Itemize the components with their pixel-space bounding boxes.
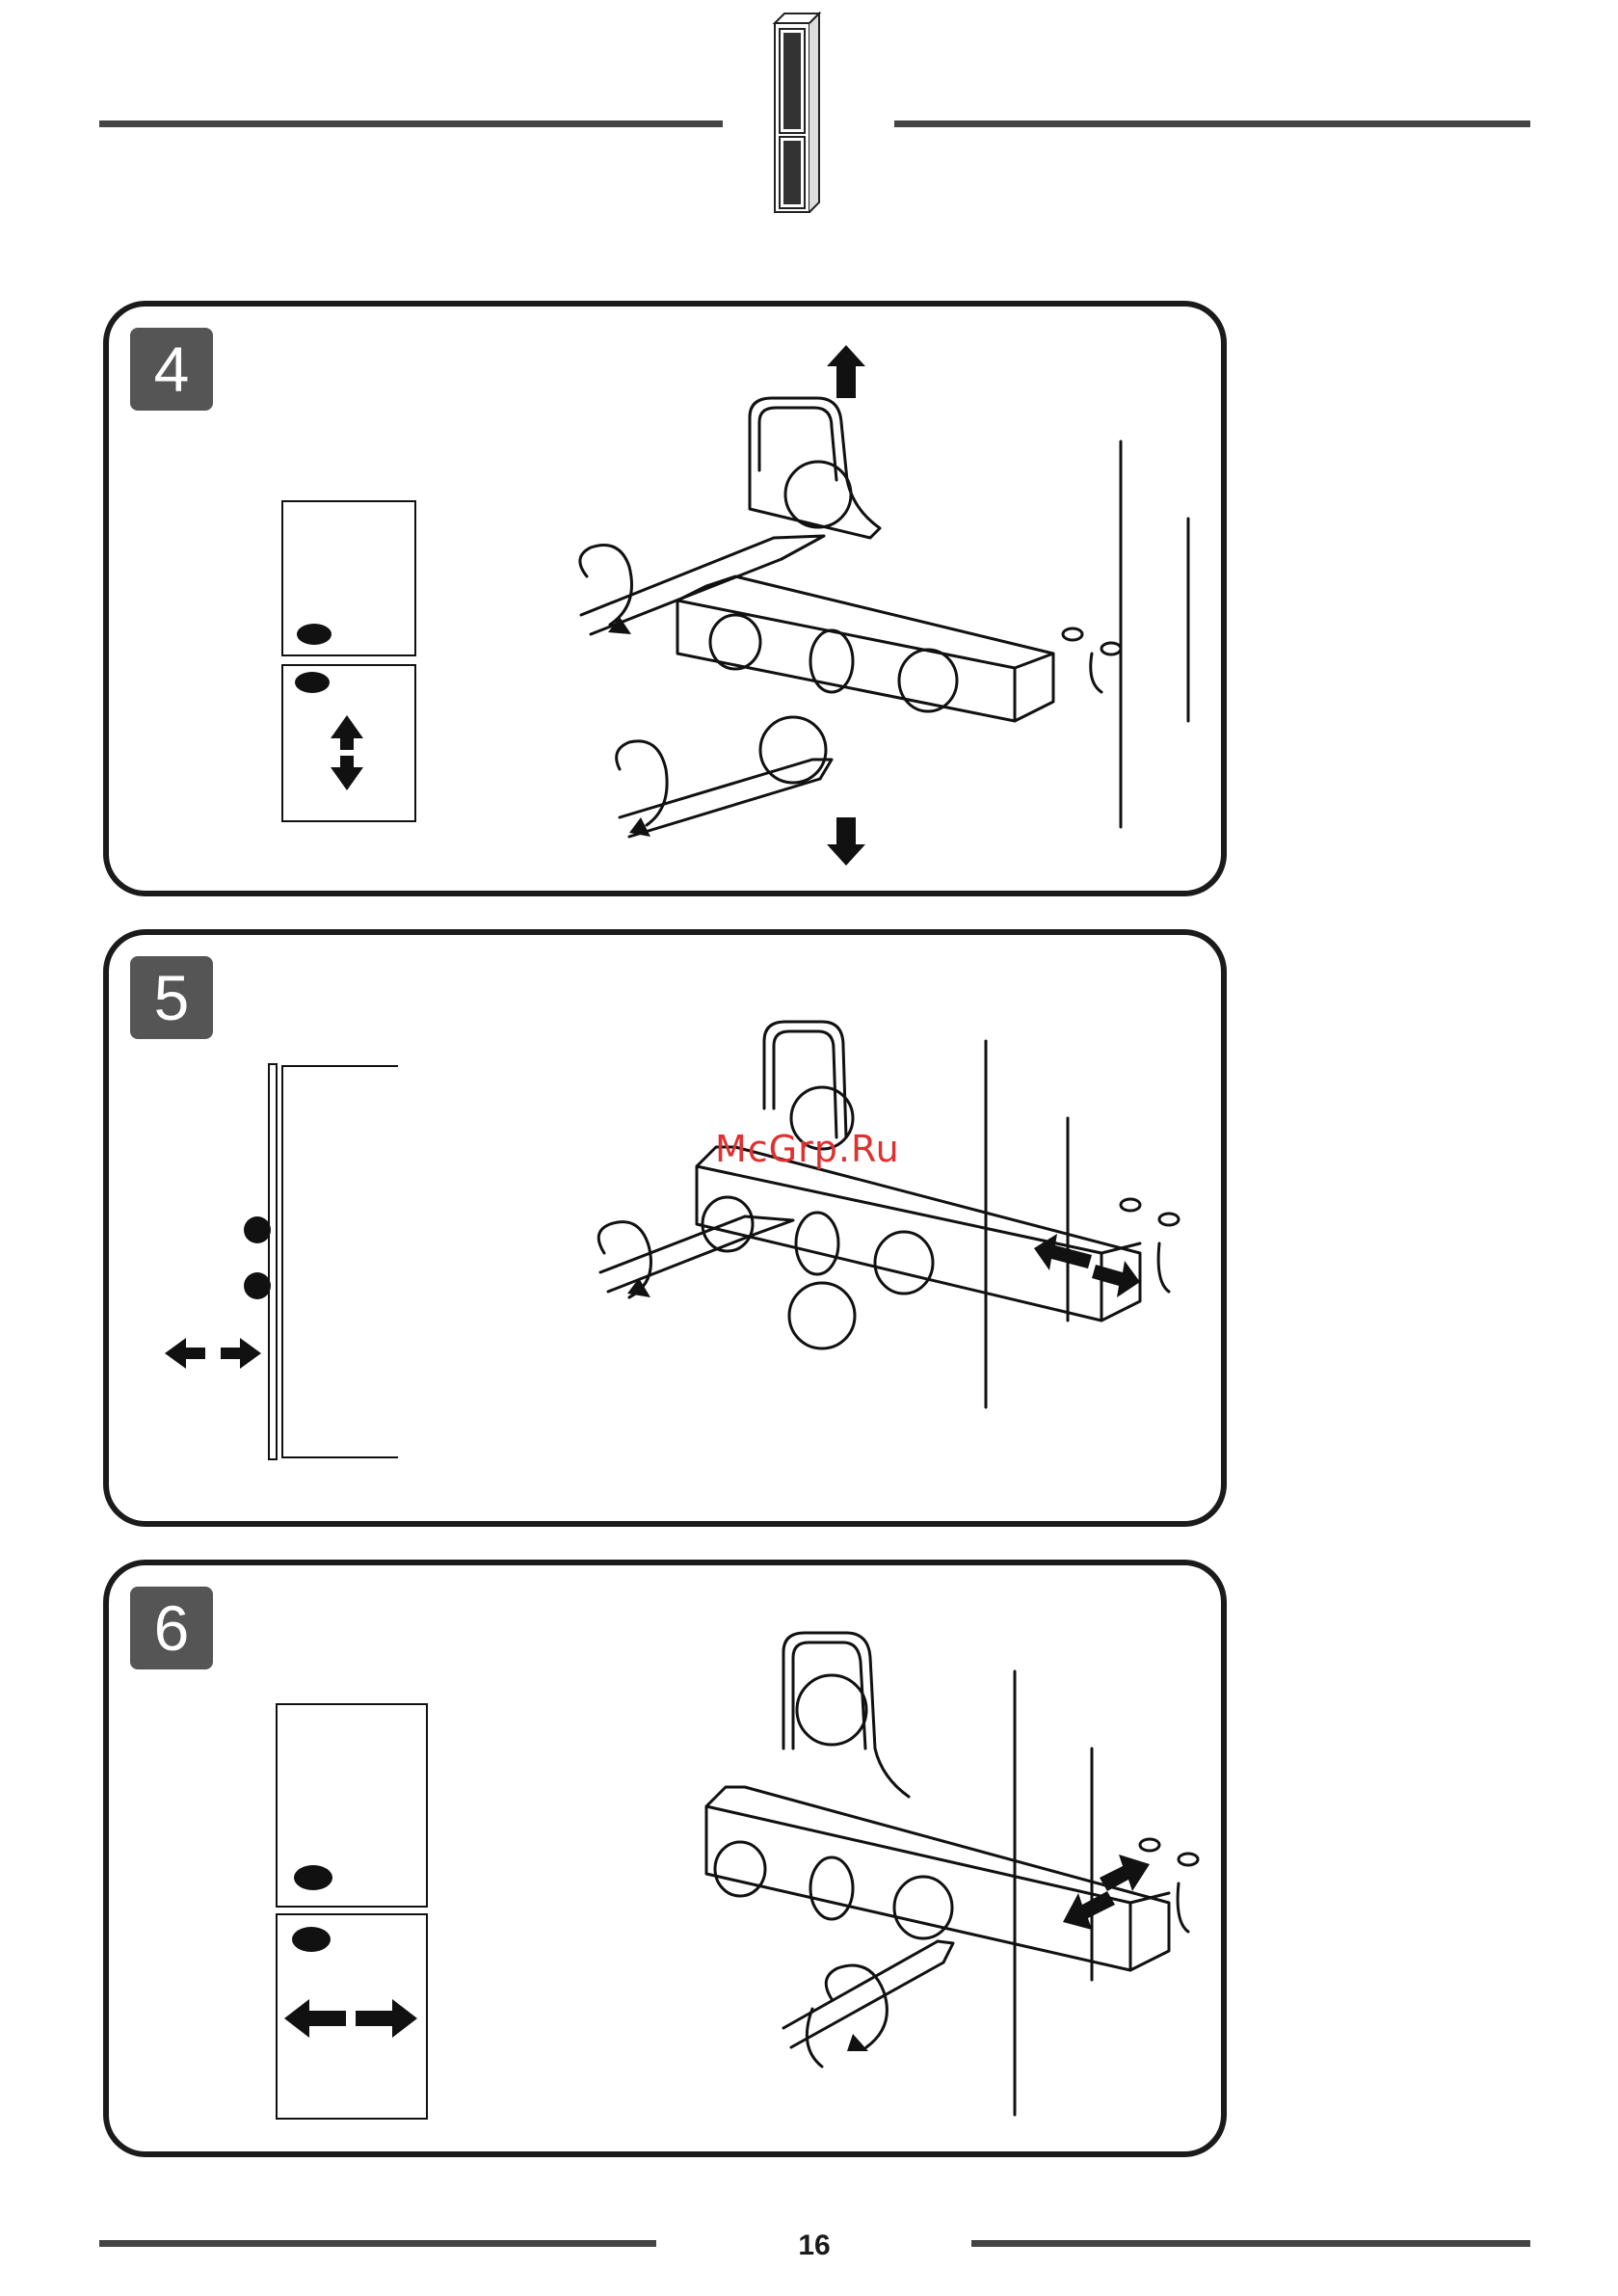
hinge-adjustment-drawing xyxy=(629,1594,1227,2134)
hinge-adjustment-drawing xyxy=(552,345,1246,866)
step-number-badge: 6 xyxy=(130,1587,213,1669)
cabinet-side-view-diagram xyxy=(157,1060,398,1465)
cabinet-doors-diagram xyxy=(279,497,423,835)
step-panel-5: 5 xyxy=(103,929,1227,1527)
step-number-badge: 4 xyxy=(130,328,213,411)
screwdriver-icon xyxy=(600,1216,793,1292)
hinge-icon xyxy=(697,1022,1179,1348)
header-rule-right xyxy=(894,120,1530,127)
step-panel-6: 6 xyxy=(103,1560,1227,2157)
cabinet-doors-diagram xyxy=(273,1700,437,2134)
screwdriver-icon xyxy=(581,536,832,837)
double-arrow-icon xyxy=(284,1999,417,2038)
footer-rule-right xyxy=(971,2240,1530,2247)
page-number: 16 xyxy=(771,2229,858,2262)
watermark: McGrp.Ru xyxy=(715,1128,900,1170)
double-arrow-icon xyxy=(331,715,363,790)
hinge-adjustment-drawing xyxy=(504,1002,1236,1465)
footer-rule-left xyxy=(99,2240,656,2247)
double-arrow-icon xyxy=(847,1855,1150,2051)
step-number-badge: 5 xyxy=(130,956,213,1039)
tall-cabinet-icon xyxy=(771,10,823,217)
hinge-icon xyxy=(706,1633,1198,1970)
header-rule-left xyxy=(99,120,723,127)
hinge-icon xyxy=(677,398,1121,783)
double-arrow-icon xyxy=(627,1234,1140,1297)
screwdriver-icon xyxy=(783,1941,953,2047)
step-panel-4: 4 xyxy=(103,301,1227,896)
